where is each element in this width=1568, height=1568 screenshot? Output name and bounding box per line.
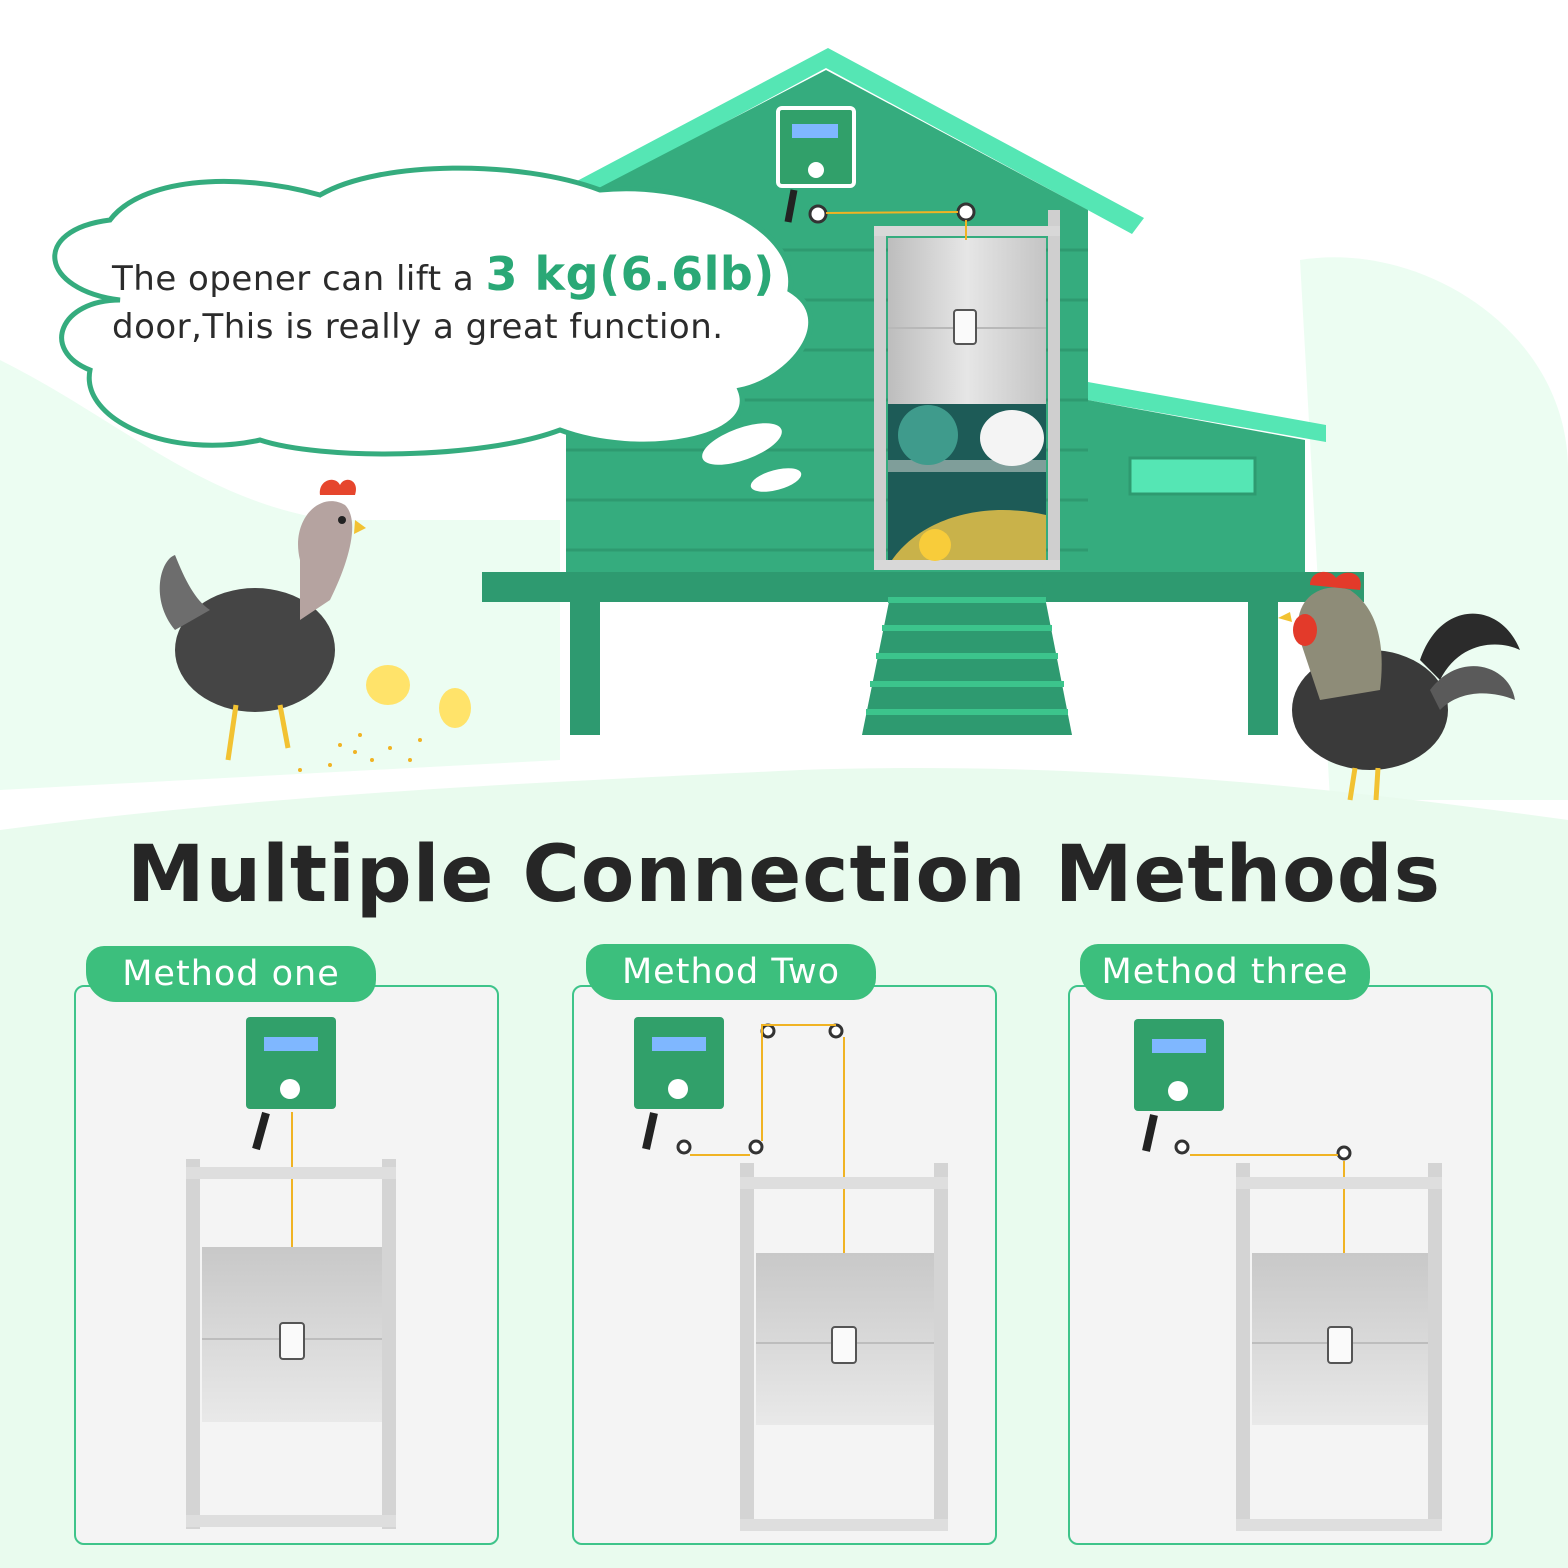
bubble-line-2: door,This is really a great function. (112, 307, 724, 347)
chick-icon (366, 665, 410, 705)
bubble-highlight: 3 kg(6.6lb) (485, 247, 775, 301)
rooster-icon (1278, 571, 1520, 801)
method-three-label: Method three (1080, 944, 1370, 1000)
method-one-panel (74, 985, 499, 1545)
speech-cloud (52, 165, 814, 457)
pulley-icon (828, 1023, 844, 1039)
method-two-label: Method Two (586, 944, 876, 1000)
pulley-icon (1174, 1139, 1190, 1155)
method-one-diagram (186, 1017, 396, 1529)
method-two-panel (572, 985, 997, 1545)
chick-icon (919, 529, 951, 561)
bubble-line-1: The opener can lift a 3 kg(6.6lb) (112, 250, 812, 303)
pulley-icon (1336, 1145, 1352, 1161)
pulley-icon (760, 1023, 776, 1039)
pulley-icon (676, 1139, 692, 1155)
hen-icon (159, 479, 366, 761)
method-two-diagram (634, 1017, 948, 1531)
roof (560, 48, 1144, 234)
method-three-diagram (1134, 1019, 1442, 1531)
page-title: Multiple Connection Methods (126, 830, 1442, 920)
pulley-icon (748, 1139, 764, 1155)
method-one-label: Method one (86, 946, 376, 1002)
method-three-panel (1068, 985, 1493, 1545)
speech-bubble-text: The opener can lift a 3 kg(6.6lb) door,T… (112, 250, 812, 351)
chick-icon (439, 688, 471, 728)
bubble-prefix: The opener can lift a (112, 259, 486, 299)
